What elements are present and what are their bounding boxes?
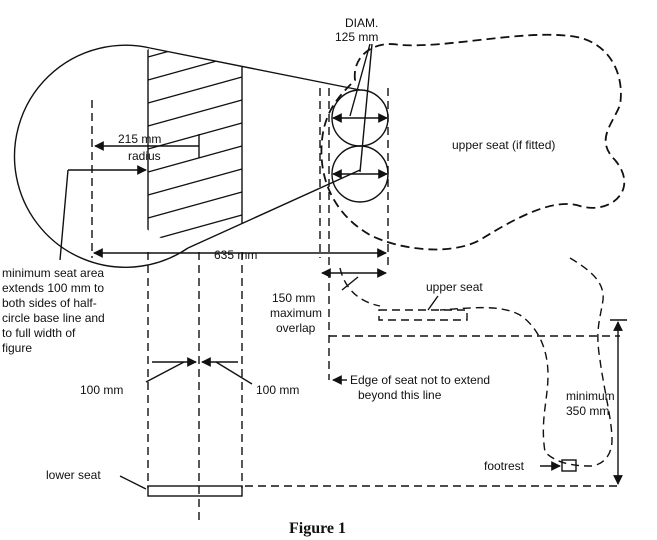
min-350-line-2: 350 mm [566, 404, 609, 418]
radius-label-2: radius [128, 149, 161, 163]
left-100mm-label: 100 mm [80, 383, 123, 397]
right-100mm-label: 100 mm [256, 383, 299, 397]
overlap-line-1: 150 mm [272, 291, 315, 305]
diam-label-2: 125 mm [335, 30, 378, 44]
min-area-line-3: both sides of half- [2, 296, 97, 310]
upper-seat-label: upper seat [426, 280, 483, 294]
hatched-base-band [147, 48, 243, 248]
offset-100mm-dimensions [145, 357, 253, 385]
construction-lines [91, 88, 620, 520]
upper-seat-rect [378, 309, 468, 321]
seat-occupant-outline [13, 44, 361, 268]
min-350-line-1: minimum [566, 389, 615, 403]
footrest-label: footrest [484, 459, 525, 473]
min-area-line-6: figure [2, 341, 32, 355]
overlap-line-2: maximum [270, 306, 322, 320]
min-area-line-1: minimum seat area [2, 266, 104, 280]
width-635-label: 635 mm [214, 248, 257, 262]
overlap-line-3: overlap [276, 321, 316, 335]
lower-seat-rect [147, 485, 243, 497]
footrest-rect [561, 459, 577, 472]
upper-seat-fitted-label: upper seat (if fitted) [452, 138, 555, 152]
figure-caption: Figure 1 [289, 520, 346, 537]
diam-label-1: DIAM. [345, 16, 378, 30]
min-area-line-5: to full width of [2, 326, 76, 340]
edge-line-1: Edge of seat not to extend [350, 373, 490, 387]
radius-dimension [94, 134, 200, 158]
min-area-line-4: circle base line and [2, 311, 105, 325]
lower-seat-label: lower seat [46, 468, 101, 482]
radius-label-1: 215 mm [118, 132, 161, 146]
min-area-line-2: extends 100 mm to [2, 281, 104, 295]
edge-line-2: beyond this line [358, 388, 442, 402]
